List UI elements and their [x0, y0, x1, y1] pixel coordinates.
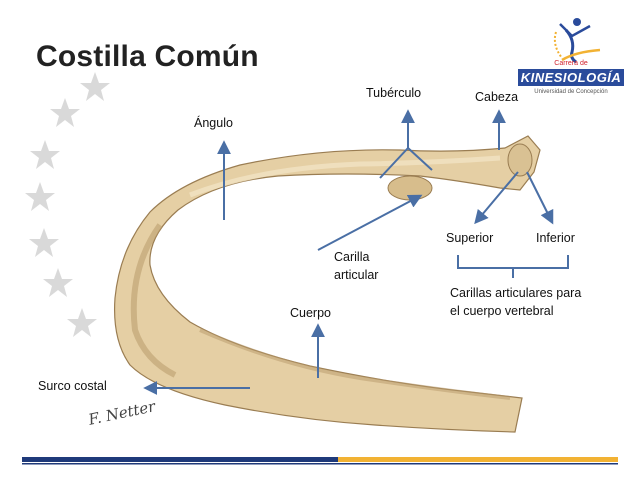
logo-line2: Universidad de Concepción: [534, 89, 608, 95]
footer-bar-gold: [338, 457, 618, 462]
star-icon: [50, 98, 80, 127]
star-icon: [25, 182, 55, 211]
label-tuberculo: Tubérculo: [366, 86, 422, 100]
label-carilla-line2: articular: [334, 268, 379, 282]
star-icon: [43, 268, 73, 297]
brace-carillas: [457, 255, 569, 278]
logo-line1: Carrera de: [554, 60, 588, 67]
label-angulo: Ángulo: [194, 116, 233, 130]
arrow-superior: [474, 171, 519, 225]
footer-bar-line: [22, 463, 618, 465]
arrow-inferior: [526, 171, 554, 225]
decorative-stars: [25, 72, 110, 337]
arrow-tuberculo-right: [407, 147, 433, 171]
arrow-carilla: [317, 194, 423, 251]
footer-bar-navy: [22, 457, 338, 462]
page-title: Costilla Común: [36, 40, 259, 73]
rib-bone: [113, 135, 541, 433]
label-cuerpo: Cuerpo: [290, 306, 331, 320]
label-surco-costal: Surco costal: [38, 379, 107, 393]
label-carillas-line2: el cuerpo vertebral: [450, 304, 554, 318]
logo: Carrera de KINESIOLOGÍA Universidad de C…: [516, 60, 626, 96]
star-icon: [80, 72, 110, 101]
label-superior: Superior: [446, 231, 494, 245]
star-icon: [29, 228, 59, 257]
logo-figure: [553, 18, 601, 64]
label-inferior: Inferior: [536, 231, 575, 245]
star-icon: [30, 140, 60, 169]
label-carillas-line1: Carillas articulares para: [450, 286, 582, 300]
label-carilla-line1: Carilla: [334, 250, 370, 264]
star-icon: [67, 308, 97, 337]
logo-brand: KINESIOLOGÍA: [517, 69, 625, 86]
label-cabeza: Cabeza: [475, 90, 519, 104]
annotation-arrows: [143, 109, 569, 395]
arrow-tuberculo-left: [379, 147, 409, 179]
